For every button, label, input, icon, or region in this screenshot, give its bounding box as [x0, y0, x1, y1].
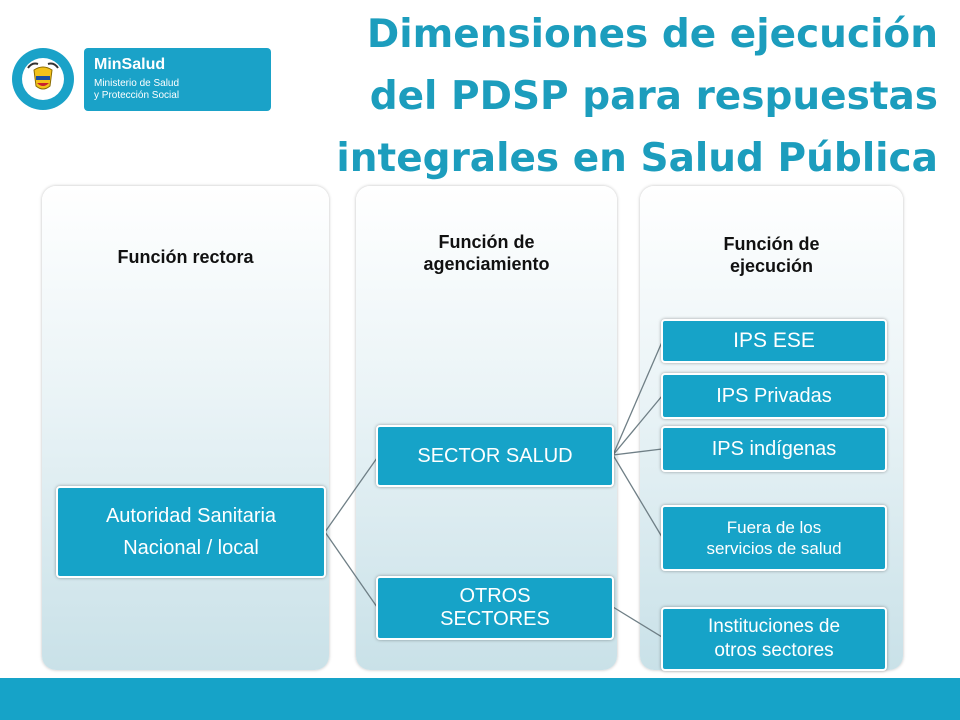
node-fuera-servicios-line-2: servicios de salud [706, 539, 842, 558]
column-header-agenciamiento: Función de agenciamiento [356, 231, 617, 275]
node-instituciones-line-1: Instituciones de [707, 616, 841, 637]
node-sector-salud-label: SECTOR SALUD [417, 444, 573, 467]
column-header-ejecucion-line-2: ejecución [729, 256, 814, 276]
connector-salud-fuera-servicios [612, 454, 663, 538]
logo-sub-line-2: y Protección Social [94, 90, 180, 101]
column-header-rectora: Función rectora [117, 247, 254, 267]
logo-sub-line-1: Ministerio de Salud [94, 78, 180, 89]
node-otros-sectores-line-1: OTROS [459, 585, 531, 607]
minsalud-logo: MinSalud Ministerio de Salud y Protecció… [8, 44, 273, 116]
page-title: Dimensiones de ejecución del PDSP para r… [298, 4, 938, 190]
colombia-seal-icon [12, 48, 74, 110]
column-header-ejecucion-line-1: Función de [723, 234, 820, 254]
node-sector-salud: SECTOR SALUD [376, 425, 614, 487]
connector-autoridad-sector-salud [324, 457, 378, 533]
footer-bar [0, 678, 960, 720]
node-ips-ese-label: IPS ESE [733, 329, 815, 352]
node-otros-sectores: OTROS SECTORES [376, 576, 614, 640]
node-otros-sectores-line-2: SECTORES [440, 608, 550, 630]
node-ips-privadas: IPS Privadas [661, 373, 887, 419]
title-line-3: integrales en Salud Pública [336, 136, 938, 181]
connector-otros-instituciones [612, 606, 663, 638]
column-header-agenciamiento-line-2: agenciamiento [423, 254, 550, 274]
node-instituciones-line-2: otros sectores [714, 640, 834, 661]
node-autoridad-line-2: Nacional / local [123, 537, 259, 559]
connector-salud-ips-ese [612, 341, 663, 456]
node-instituciones: Instituciones de otros sectores [661, 607, 887, 671]
node-fuera-servicios: Fuera de los servicios de salud [661, 505, 887, 571]
connector-salud-ips-privadas [612, 395, 663, 456]
node-autoridad-sanitaria: Autoridad Sanitaria Nacional / local [56, 486, 326, 578]
column-header-ejecucion: Función de ejecución [640, 233, 903, 277]
logo-name: MinSalud [94, 56, 166, 73]
node-ips-privadas-label: IPS Privadas [716, 384, 832, 407]
logo-brand-box: MinSalud Ministerio de Salud y Protecció… [84, 48, 271, 111]
node-autoridad-line-1: Autoridad Sanitaria [105, 505, 277, 527]
node-fuera-servicios-line-1: Fuera de los [726, 518, 822, 537]
column-header-agenciamiento-line-1: Función de [438, 232, 535, 252]
connector-salud-ips-indigenas [612, 448, 663, 456]
title-line-2: del PDSP para respuestas [369, 74, 938, 119]
node-ips-indigenas: IPS indígenas [661, 426, 887, 472]
node-ips-ese: IPS ESE [661, 319, 887, 363]
title-line-1: Dimensiones de ejecución [366, 12, 938, 57]
connector-autoridad-otros-sectores [324, 531, 378, 608]
logo-subtitle: Ministerio de Salud y Protección Social [94, 78, 179, 102]
column-funcion-rectora: Función rectora [42, 186, 329, 670]
node-ips-indigenas-label: IPS indígenas [711, 437, 837, 460]
